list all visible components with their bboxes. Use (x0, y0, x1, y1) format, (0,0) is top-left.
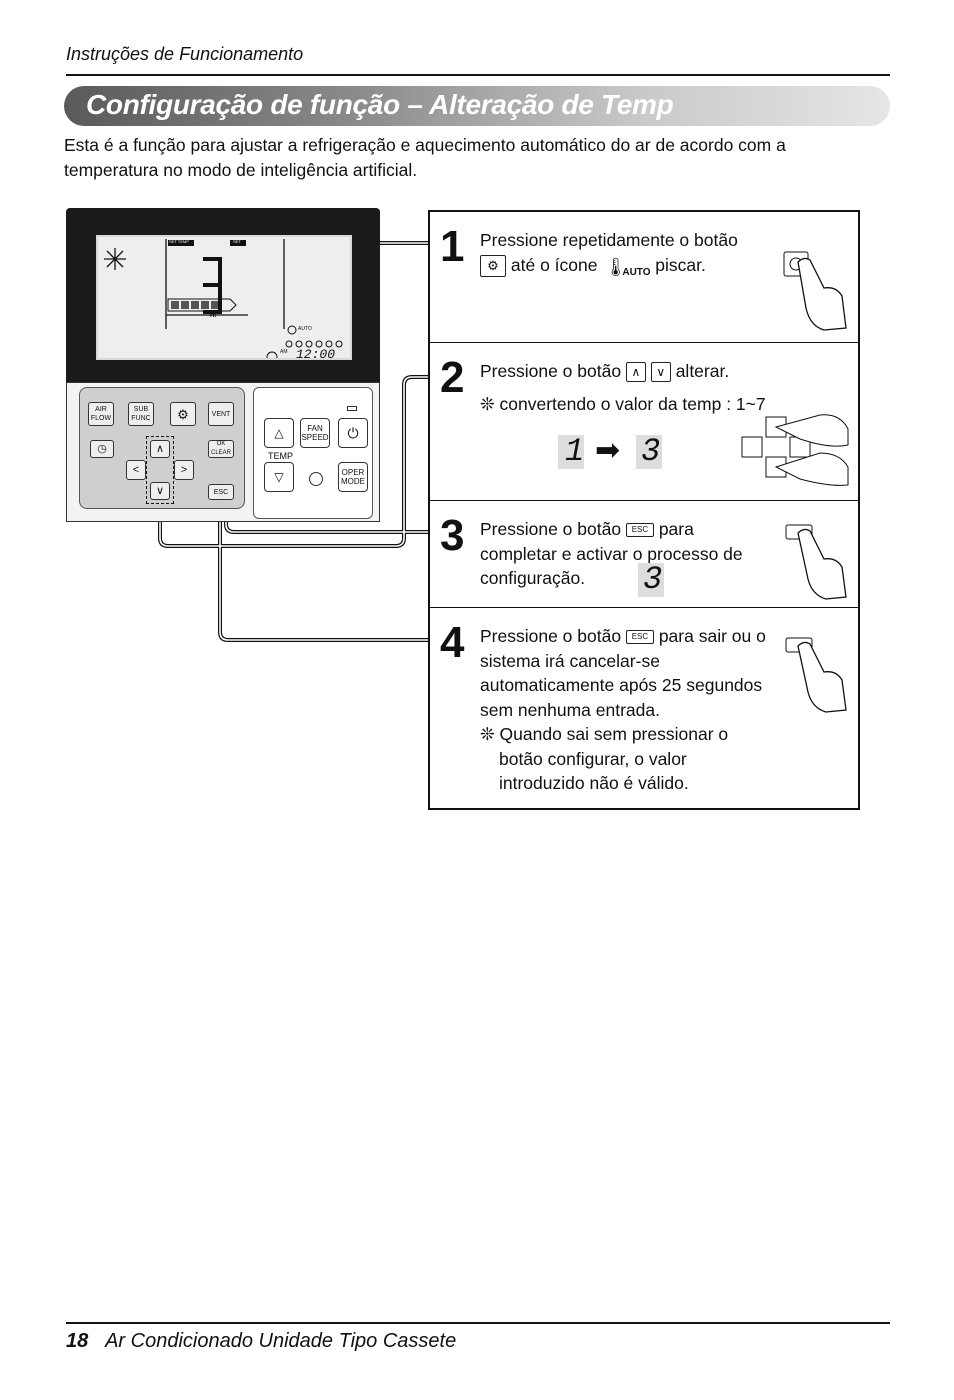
step-text: Pressione o botão ESC para sair ou o sis… (480, 624, 770, 796)
result-digit-display (638, 563, 664, 597)
step-number: 2 (440, 353, 465, 402)
step-rest: o sistema irá cancelar-se automaticament… (480, 626, 766, 720)
lcd-auto: AUTO (298, 326, 312, 332)
auto-thermometer-icon: 🌡 AUTO (602, 255, 650, 278)
esc-icon: ESC (625, 630, 654, 645)
intro-text: Esta é a função para ajustar a refrigera… (64, 135, 786, 180)
fan-speed-button[interactable]: FAN SPEED (300, 418, 330, 448)
settings-icon: ⚙ (480, 254, 506, 277)
temp-up-button[interactable]: △ (264, 418, 294, 448)
to-digit: 3 (641, 433, 661, 470)
footer: 18 Ar Condicionado Unidade Tipo Cassete (66, 1330, 456, 1353)
steps-box: 1 Pressione repetidamente o botão ⚙ até … (428, 210, 860, 810)
step-2: 2 Pressione o botão ∧ ∨ alterar. ❊ conve… (430, 343, 858, 501)
step-note: ❊ convertendo o valor da temp : 1~7 (480, 393, 766, 414)
left-button-panel: AIR FLOW SUB FUNC ⚙ VENT ◷ ∧ < > ∨ OK CL… (79, 387, 245, 509)
step-end: para (658, 519, 694, 539)
step-text: Pressione o botão ∧ ∨ alterar. ❊ convert… (480, 359, 766, 416)
to-digit-display (636, 435, 662, 469)
step-end: piscar. (655, 254, 706, 275)
down-button[interactable]: ∨ (150, 482, 170, 500)
lcd-set-temp: SET TEMP (169, 239, 189, 244)
step-start: Pressione o botão (480, 626, 622, 646)
arrow-keys-highlight (146, 436, 174, 504)
indicator-light (347, 406, 357, 411)
step-start: Pressione o botão (480, 519, 622, 539)
step-end: alterar. (675, 361, 730, 381)
step-text: Pressione o botão ESC para completar e a… (480, 517, 770, 591)
hand-press-arrows-icon (741, 414, 849, 486)
step-rest: completar e activar o processo de config… (480, 543, 743, 589)
page-title: Configuração de função – Alteração de Te… (86, 89, 674, 120)
result-digit: 3 (643, 561, 663, 598)
from-digit-display (558, 435, 584, 469)
step-text: Pressione repetidamente o botão ⚙ até o … (480, 228, 738, 278)
sensor-circle (309, 472, 323, 486)
step-number: 1 (440, 222, 465, 271)
remote-body: AIR FLOW SUB FUNC ⚙ VENT ◷ ∧ < > ∨ OK CL… (66, 382, 380, 522)
hand-press-settings-icon (783, 251, 847, 331)
settings-button[interactable]: ⚙ (170, 402, 196, 426)
remote-controller: SET TEMP SET 3 HI AUTO AM 12:00 AIR FLOW… (66, 208, 382, 524)
oper-mode-button[interactable]: OPER MODE (338, 462, 368, 492)
step-3: 3 Pressione o botão ESC para completar e… (430, 501, 858, 608)
footer-text: Ar Condicionado Unidade Tipo Cassete (105, 1330, 457, 1352)
timer-button[interactable]: ◷ (90, 440, 114, 458)
right-button[interactable]: > (174, 460, 194, 480)
lcd-clock: 12:00 (296, 347, 336, 362)
step-start: Pressione o botão (480, 361, 622, 381)
header-rule (66, 74, 890, 76)
left-button[interactable]: < (126, 460, 146, 480)
step-note: ❊ Quando sai sem pressionar o (480, 724, 729, 744)
remote-display-housing: SET TEMP SET 3 HI AUTO AM 12:00 (66, 208, 380, 384)
down-arrow-icon: ∨ (650, 362, 671, 383)
lcd-set: SET (233, 239, 241, 244)
lcd-ampm: AM (280, 349, 288, 355)
title-bar: Configuração de função – Alteração de Te… (64, 86, 890, 126)
power-button[interactable]: ⏻ (338, 418, 368, 448)
hand-press-esc-icon (785, 524, 847, 600)
step-number: 3 (440, 511, 465, 560)
temp-label: TEMP (268, 451, 294, 461)
ok-clear-button[interactable]: OK CLEAR (208, 440, 234, 458)
up-arrow-icon: ∧ (625, 362, 646, 383)
step-note-rest: botão configurar, o valor introduzido nã… (499, 748, 689, 794)
vent-button[interactable]: VENT (208, 402, 234, 426)
right-button-panel: △ ▽ TEMP FAN SPEED ⏻ OPER MODE (253, 387, 373, 519)
step-1: 1 Pressione repetidamente o botão ⚙ até … (430, 212, 858, 343)
page-number: 18 (66, 1330, 89, 1352)
air-flow-button[interactable]: AIR FLOW (88, 402, 114, 426)
step-number: 4 (440, 618, 465, 667)
esc-icon: ESC (625, 523, 654, 538)
step-line: Pressione repetidamente o botão (480, 230, 738, 250)
temp-down-button[interactable]: ▽ (264, 462, 294, 492)
step-4: 4 Pressione o botão ESC para sair ou o s… (430, 608, 858, 808)
auto-icon-label: AUTO (622, 266, 651, 278)
header-label: Instruções de Funcionamento (66, 44, 304, 64)
step-end: para sair ou (658, 626, 752, 646)
lcd-display: SET TEMP SET 3 HI AUTO AM 12:00 (96, 235, 352, 362)
esc-button[interactable]: ESC (208, 484, 234, 500)
from-digit: 1 (565, 433, 585, 470)
up-button[interactable]: ∧ (150, 440, 170, 458)
lcd-fan-level: HI (210, 313, 216, 319)
step-mid: até o ícone (510, 254, 598, 275)
lcd-graphics (104, 239, 343, 358)
arrow-right-icon: ➡ (595, 434, 621, 467)
footer-rule (66, 1322, 890, 1324)
hand-press-esc-icon (785, 637, 847, 713)
sub-func-button[interactable]: SUB FUNC (128, 402, 154, 426)
